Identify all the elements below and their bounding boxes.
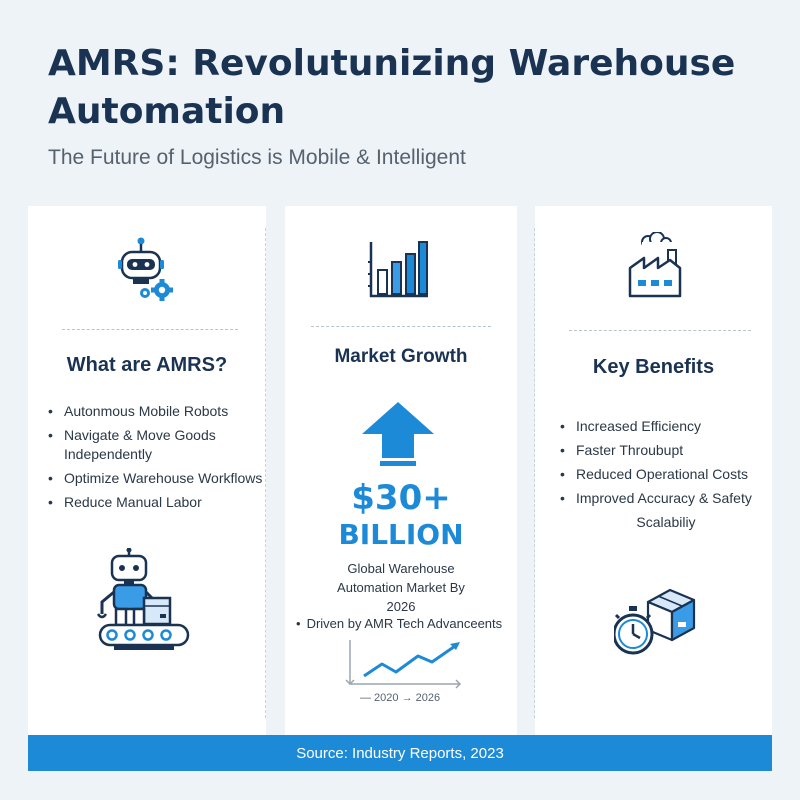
list-item: Navigate & Move Goods Independently — [48, 426, 266, 464]
heading-market-growth: Market Growth — [334, 346, 468, 367]
robot-gear-icon — [116, 234, 178, 307]
list-item: Reduced Operational Costs — [560, 465, 772, 484]
benefits-bullet-list: Increased Efficiency Faster Throubupt Re… — [560, 417, 772, 537]
list-item: Scalabiliy — [636, 514, 696, 530]
up-arrow-icon — [362, 402, 434, 473]
bar-chart-icon — [368, 240, 430, 305]
list-item: Optimize Warehouse Workflows — [48, 469, 266, 488]
source-footer: Source: Industry Reports, 2023 — [28, 735, 772, 771]
divider — [569, 330, 751, 331]
robot-conveyor-icon — [94, 547, 194, 661]
list-item: Improved Accuracy & Safety — [560, 489, 772, 508]
trend-axis-label: — 2020 → 2026 — [360, 692, 441, 704]
factory-icon — [626, 231, 686, 305]
amrs-bullet-list: Autonmous Mobile Robots Navigate & Move … — [48, 402, 266, 517]
page-title: AMRS: Revolutunizing Warehouse Automatio… — [48, 43, 736, 132]
heading-key-benefits: Key Benefits — [592, 356, 715, 378]
market-driver-bullet: Driven by AMR Tech Advanceents — [296, 616, 503, 631]
list-item: Reduce Manual Labor — [48, 493, 266, 512]
divider — [62, 329, 238, 330]
list-item: Faster Throubupt — [560, 441, 772, 460]
column-divider — [534, 228, 535, 718]
market-value: $30+ — [351, 478, 451, 518]
divider — [311, 326, 491, 327]
stopwatch-box-icon — [612, 588, 696, 665]
source-text: Source: Industry Reports, 2023 — [296, 744, 504, 762]
trend-line-icon — [342, 636, 464, 699]
list-item: Autonmous Mobile Robots — [48, 402, 266, 421]
market-unit: BILLION — [338, 518, 464, 551]
list-item: Increased Efficiency — [560, 417, 772, 436]
heading-what-are-amrs: What are AMRS? — [66, 354, 228, 376]
page-subtitle: The Future of Logistics is Mobile & Inte… — [48, 146, 466, 169]
market-caption: Global Warehouse Automation Market By 20… — [337, 561, 465, 614]
